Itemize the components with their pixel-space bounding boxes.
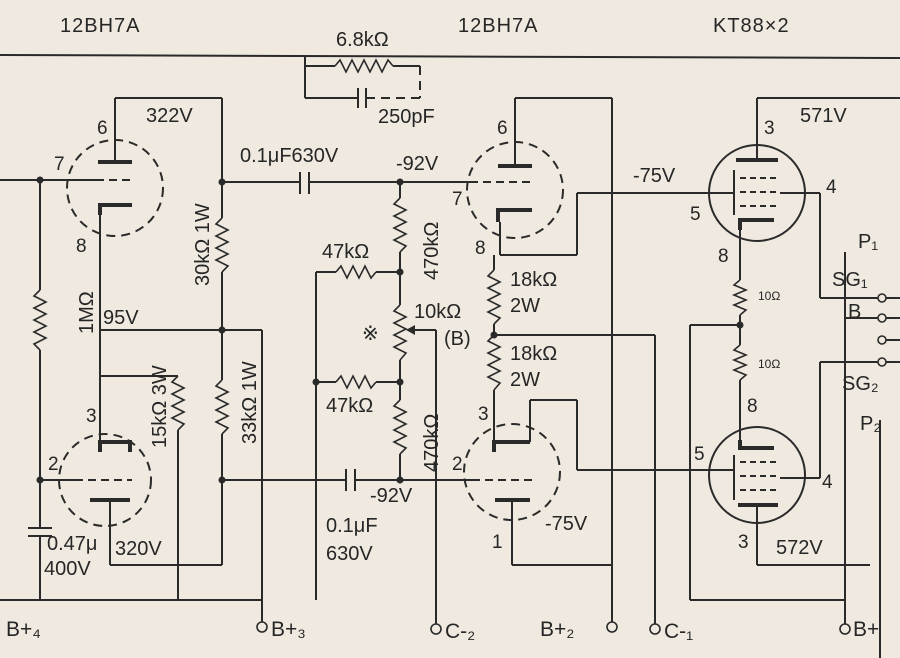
r-18k-pair (486, 269, 656, 625)
v1-pin-2: 2 (48, 454, 59, 475)
r-33k (214, 330, 230, 480)
rail-b4: B+₄ (6, 618, 41, 641)
cathode-node (99, 326, 263, 600)
supply-rails (0, 599, 851, 635)
v1-plate-voltage-bottom: 320V (115, 538, 162, 560)
tap-sg2: SG₂ (842, 373, 879, 395)
r-470k-upper-label: 470kΩ (421, 222, 443, 280)
lower-cap-voltage: 630V (326, 543, 373, 565)
rail-b1: B+ (853, 618, 879, 641)
grid-voltage-lower: -92V (370, 485, 413, 507)
tube-title-v1: 12BH7A (60, 15, 141, 37)
v2-pin-7: 7 (452, 189, 463, 210)
r-1m-label: 1MΩ (76, 291, 98, 334)
r-18k-upper-value: 18kΩ (510, 269, 557, 291)
tap-p1: P₁ (858, 231, 878, 253)
cap-b4-value: 0.47μ (47, 533, 97, 555)
kt-up-pin-8: 8 (718, 246, 729, 267)
feedback-cap-label: 250pF (378, 106, 435, 128)
v2-pin-3: 3 (478, 404, 489, 425)
rail-c2: C-₂ (445, 620, 475, 643)
r-18k-lower-watt: 2W (510, 369, 540, 391)
feedback-resistor-label: 6.8kΩ (336, 29, 389, 51)
upper-coupling (222, 172, 470, 305)
v1-upper-triode (66, 97, 223, 330)
kt88-upper (708, 97, 900, 299)
v2-pin-2: 2 (452, 454, 463, 475)
v2-pin-1: 1 (492, 532, 503, 553)
tap-b: B (848, 301, 861, 323)
r-47k-lower-label: 47kΩ (326, 395, 373, 417)
v2-lower-triode (463, 399, 710, 566)
output-taps (844, 252, 900, 658)
kt88-lower (708, 361, 880, 566)
rail-b2: B+₂ (540, 618, 574, 641)
v1-cathode-voltage: 95V (103, 307, 139, 329)
v2-pin-6: 6 (497, 118, 508, 139)
tap-sg1: SG₁ (832, 269, 868, 291)
cap-b4-voltage: 400V (44, 558, 91, 580)
lower-cap-value: 0.1μF (326, 515, 378, 537)
grid-voltage-upper: -92V (396, 153, 439, 175)
kt-up-pin-3: 3 (764, 118, 775, 139)
r-18k-upper-watt: 2W (510, 295, 540, 317)
r-47k-upper-label: 47kΩ (322, 241, 369, 263)
v1-plate-voltage-top: 322V (146, 105, 193, 127)
r-15k-label: 15kΩ 3W (149, 365, 171, 448)
tube-title-output: KT88×2 (713, 15, 790, 37)
r-10-lower-label: 10Ω (758, 357, 780, 371)
v1-pin-3: 3 (86, 406, 97, 427)
lower-coupling (218, 469, 472, 491)
upper-cap-label: 0.1μF630V (240, 145, 339, 167)
tube-title-v2: 12BH7A (458, 15, 539, 37)
kt-lo-pin-8: 8 (747, 396, 758, 417)
r-30k-label: 30kΩ 1W (192, 203, 214, 286)
rail-c1: C-₁ (664, 620, 693, 643)
r-10-upper-label: 10Ω (758, 289, 780, 303)
r-33k-label: 33kΩ 1W (239, 361, 261, 444)
rail-b3: B+₃ (271, 618, 306, 641)
kt-up-pin-5: 5 (690, 204, 701, 225)
v2-plate-voltage-lower: -75V (545, 513, 588, 535)
bias-network (312, 264, 437, 625)
kt-up-pin-4: 4 (826, 177, 837, 198)
tap-p2: P₂ (860, 413, 881, 435)
v1-pin-6: 6 (97, 118, 108, 139)
kt-lo-pin-3: 3 (738, 532, 749, 553)
kt88-voltage-upper: 571V (800, 105, 847, 127)
v1-pin-7: 7 (54, 154, 65, 175)
v2-plate-voltage-upper: -75V (633, 165, 676, 187)
v1-lower-triode (58, 420, 223, 566)
kt-lo-pin-4: 4 (822, 472, 833, 493)
r-18k-lower-value: 18kΩ (510, 343, 557, 365)
v2-upper-triode (466, 97, 718, 600)
kt88-voltage-lower: 572V (776, 537, 823, 559)
v2-pin-8: 8 (475, 238, 486, 259)
kt-lo-pin-5: 5 (694, 444, 705, 465)
r-10k-label: 10kΩ (414, 301, 461, 323)
bias-mark: (B) (444, 328, 471, 350)
star-mark: ※ (362, 323, 379, 345)
feedback-line (0, 54, 900, 108)
r-470k-lower-label: 470kΩ (421, 414, 443, 472)
v1-pin-8: 8 (76, 236, 87, 257)
